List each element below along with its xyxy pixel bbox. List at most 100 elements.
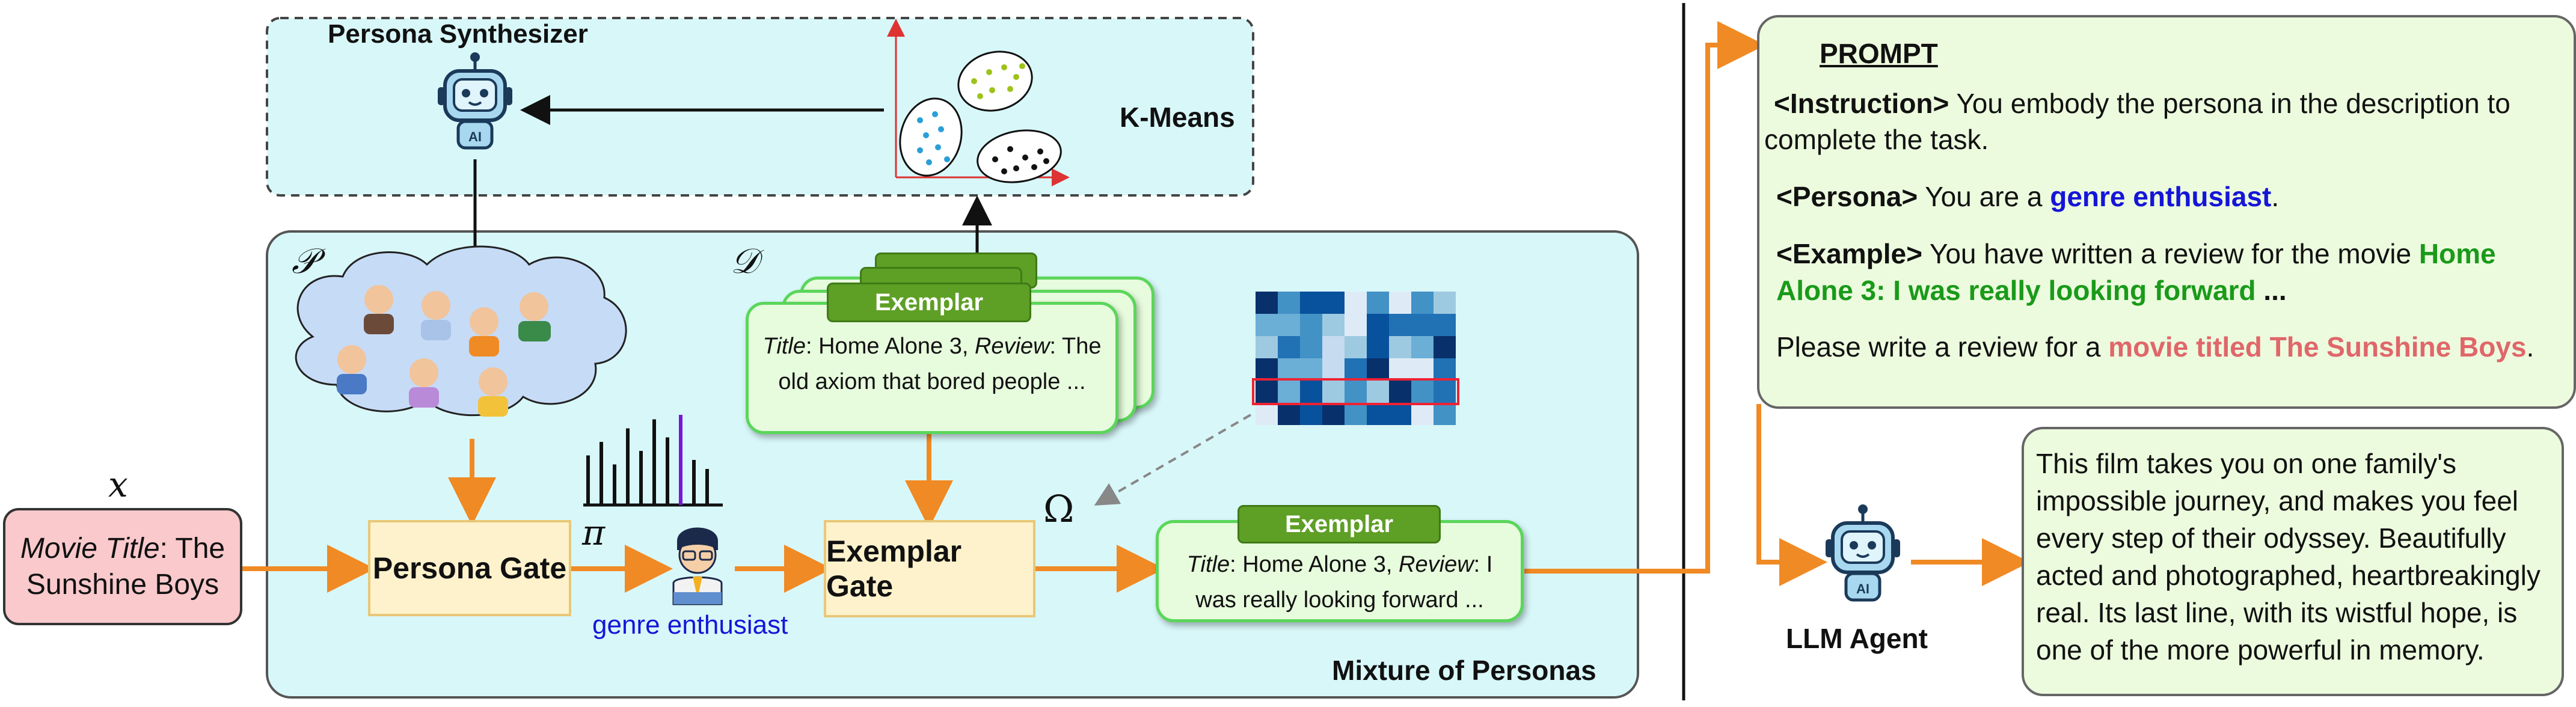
heatmap-cell <box>1367 381 1389 403</box>
heatmap-cell <box>1411 381 1434 403</box>
heatmap-cell <box>1278 314 1300 336</box>
prompt-persona: <Persona> You are a genre enthusiast. <box>1764 179 2569 215</box>
selected-exemplar-review-value: : I was really looking forward ... <box>1195 552 1493 613</box>
mixture-of-personas-label: Mixture of Personas <box>1332 655 1596 686</box>
heatmap-cell <box>1389 403 1411 425</box>
example-value: Home Alone 3: I was really looking forwa… <box>1776 237 2496 306</box>
heatmap-cell <box>1322 336 1345 358</box>
heatmap-cell <box>1367 358 1389 381</box>
selected-exemplar-tab: Exemplar <box>1237 505 1441 543</box>
svg-text:AI: AI <box>1856 581 1869 596</box>
selected-exemplar-title-value: : Home Alone 3, <box>1230 552 1399 577</box>
task-pre: Please write a review for a <box>1776 331 2109 363</box>
persona-gate: Persona Gate <box>368 520 571 616</box>
exemplar-set-symbol: 𝒟 <box>731 240 759 281</box>
kmeans-label: K-Means <box>1120 102 1235 133</box>
heatmap-cell <box>1322 381 1345 403</box>
heatmap-cell <box>1278 292 1300 314</box>
prompt-box: PROMPT <Instruction> You embody the pers… <box>1757 15 2576 409</box>
omega-symbol: Ω <box>1043 487 1075 531</box>
heatmap-cell <box>1367 314 1389 336</box>
exemplar-card-text: Title: Home Alone 3, Review: The old axi… <box>749 305 1115 400</box>
heatmap-cell <box>1345 403 1367 425</box>
prompt-example: <Example> You have written a review for … <box>1764 236 2569 308</box>
heatmap-to-omega-arrow <box>1094 414 1252 506</box>
heatmap-cell <box>1345 314 1367 336</box>
exemplar-title-value: : Home Alone 3, <box>806 334 975 359</box>
heatmap-cell <box>1256 292 1278 314</box>
heatmap-cell <box>1256 403 1278 425</box>
to-prompt-arrow <box>1524 21 1765 574</box>
exemplar-title-key: Title <box>762 334 806 359</box>
kmeans-plot <box>887 19 1070 186</box>
persona-tag: <Persona> <box>1776 181 1918 213</box>
prompt-task: Please write a review for a movie titled… <box>1764 329 2569 366</box>
task-value: movie titled The Sunshine Boys <box>2108 331 2527 363</box>
heatmap-cell <box>1367 336 1389 358</box>
prompt-instruction: <Instruction> You embody the persona in … <box>1764 85 2569 158</box>
generated-review-text: This film takes you on one family's impo… <box>2036 448 2541 666</box>
heatmap-cell <box>1322 358 1345 381</box>
selected-persona-label: genre enthusiast <box>592 610 788 640</box>
heatmap-cell <box>1389 292 1411 314</box>
heatmap-cell <box>1300 314 1322 336</box>
instruction-text: You embody the persona in the descriptio… <box>1764 87 2510 156</box>
heatmap-cell <box>1411 314 1434 336</box>
heatmap-cell <box>1256 358 1278 381</box>
exemplar-review-value: : The old axiom that bored people ... <box>778 334 1102 394</box>
heatmap-cell <box>1345 292 1367 314</box>
heatmap-cell <box>1434 381 1456 403</box>
heatmap-cell <box>1434 336 1456 358</box>
heatmap-cell <box>1345 358 1367 381</box>
llm-robot-icon: AI <box>1826 504 1900 602</box>
heatmap-cell <box>1322 403 1345 425</box>
heatmap-cell <box>1278 336 1300 358</box>
pi-symbol: π <box>582 512 606 553</box>
heatmap-cell <box>1389 336 1411 358</box>
heatmap-cell <box>1278 381 1300 403</box>
heatmap-cell <box>1278 358 1300 381</box>
llm-agent-label: LLM Agent <box>1786 623 1928 654</box>
heatmap-cell <box>1434 314 1456 336</box>
heatmap-cell <box>1256 381 1278 403</box>
heatmap-cell <box>1256 336 1278 358</box>
persona-value: genre enthusiast <box>2050 181 2272 213</box>
heatmap-cell <box>1300 358 1322 381</box>
heatmap-cell <box>1389 381 1411 403</box>
persona-weight-bars <box>583 415 723 507</box>
heatmap-cell <box>1345 381 1367 403</box>
heatmap-highlight-row <box>1252 378 1459 405</box>
exemplar-stack: Title: Home Alone 3, Review: The old axi… <box>746 252 1167 434</box>
similarity-heatmap <box>1252 292 1459 425</box>
heatmap-cell <box>1411 336 1434 358</box>
example-tag: <Example> <box>1776 237 1922 269</box>
input-title-key: Movie Title <box>20 532 160 565</box>
heatmap-cell <box>1434 403 1456 425</box>
generated-review-box: This film takes you on one family's impo… <box>2022 427 2564 696</box>
heatmap-cell <box>1322 314 1345 336</box>
exemplar-tab-front: Exemplar <box>827 283 1031 322</box>
heatmap-cell <box>1322 292 1345 314</box>
heatmap-cell <box>1367 292 1389 314</box>
svg-text:AI: AI <box>468 129 482 144</box>
persona-post: . <box>2271 181 2280 213</box>
heatmap-cell <box>1300 336 1322 358</box>
selected-exemplar-title-key: Title <box>1186 552 1230 577</box>
genre-enthusiast-avatar <box>672 527 723 605</box>
example-pre: You have written a review for the movie <box>1922 237 2419 269</box>
heatmap-cell <box>1411 403 1434 425</box>
exemplar-review-key: Review <box>974 334 1050 359</box>
heatmap-cell <box>1434 358 1456 381</box>
heatmap-cell <box>1367 403 1389 425</box>
prompt-to-agent-arrow <box>1756 404 1827 586</box>
heatmap-cell <box>1411 292 1434 314</box>
heatmap-cell <box>1389 314 1411 336</box>
heatmap-cell <box>1300 381 1322 403</box>
persona-avatars <box>337 285 551 417</box>
heatmap-cell <box>1300 403 1322 425</box>
input-movie-title-box: Movie Title: The Sunshine Boys <box>3 508 242 625</box>
input-symbol: x <box>108 464 128 505</box>
persona-pre: You are a <box>1918 181 2050 213</box>
heatmap-cell <box>1278 403 1300 425</box>
example-post: ... <box>2256 274 2287 306</box>
